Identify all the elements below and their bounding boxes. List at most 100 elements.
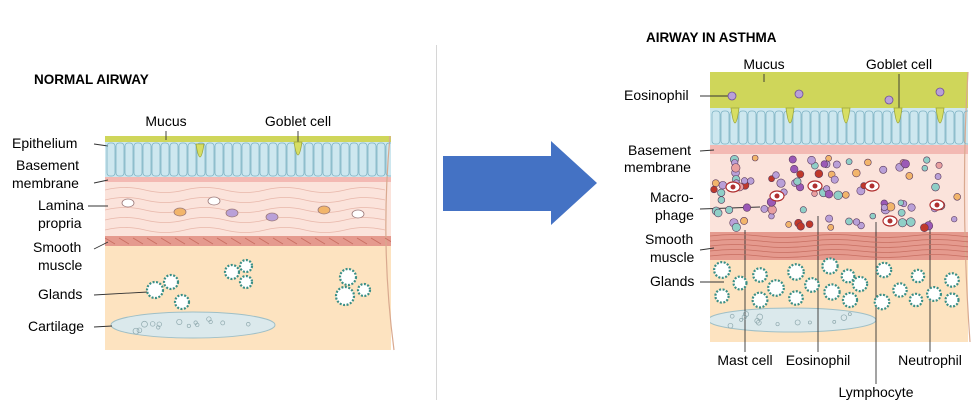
inflammatory-cell [825, 214, 834, 223]
chondrocyte [246, 322, 251, 327]
inflammatory-cell [793, 177, 802, 186]
goblet-cell [293, 141, 303, 156]
gland [873, 293, 891, 311]
muscle-fiber [356, 237, 368, 245]
lamina-cell [121, 198, 135, 208]
inflammatory-cell [772, 171, 780, 179]
inflammatory-cell [832, 160, 841, 169]
lymphocyte-label: Lymphocyte [839, 384, 914, 400]
normal-tissue-edge [385, 135, 395, 351]
epithelial-cell [900, 110, 910, 145]
gland [334, 285, 356, 307]
lamina-cell [225, 208, 239, 218]
gland [338, 267, 358, 287]
goblet-cell [893, 107, 903, 124]
epithelial-cell [304, 142, 314, 177]
eosinophil-top-label: Eosinophil [624, 87, 689, 103]
inflammatory-cell [953, 193, 961, 201]
epithelial-cell [756, 110, 766, 145]
smooth-muscle-label-line2: muscle [38, 257, 83, 273]
inflammatory-cell [742, 203, 752, 212]
goblet-cell [785, 107, 795, 124]
inflammatory-cell [864, 158, 872, 167]
epithelial-cell [801, 110, 811, 145]
basement-label-line2: membrane [12, 175, 79, 191]
macrophage-label-line1: Macro- [650, 189, 694, 205]
epithelial-cell [340, 142, 350, 177]
epithelial-cell [376, 142, 386, 177]
macrophage-nucleus [812, 183, 818, 189]
lamina-fiber [105, 217, 386, 223]
epithelial-cell [187, 142, 197, 177]
muscle-fiber [188, 237, 200, 245]
chondrocyte [208, 319, 213, 325]
inflammatory-cell [897, 199, 904, 206]
chondrocyte [727, 322, 734, 329]
tissue-details [105, 87, 968, 335]
chondrocyte [156, 325, 161, 330]
chondrocyte [176, 318, 183, 326]
gland [732, 275, 748, 291]
inflammatory-cell [907, 203, 916, 212]
gland [356, 282, 372, 298]
gland [804, 277, 820, 293]
muscle-fiber [118, 237, 130, 245]
asthma-smooth-muscle-label-line2: muscle [650, 249, 695, 265]
epithelial-cell [909, 110, 919, 145]
asthma-basement-label-line1: Basement [628, 142, 691, 158]
epithelial-cell [331, 142, 341, 177]
chondrocyte [840, 314, 848, 321]
asthma-airway-title: AIRWAY IN ASTHMA [646, 30, 777, 45]
eosinophil-cell [794, 89, 804, 99]
chondrocyte [847, 312, 852, 317]
cartilage-plate [110, 311, 276, 339]
inflammatory-cell [824, 189, 834, 199]
chondrocyte [754, 318, 760, 324]
gland [238, 258, 254, 274]
asthma-cartilage-plate [710, 307, 877, 333]
epithelial-cell [313, 142, 323, 177]
inflammatory-cell [905, 172, 914, 180]
epithelial-cell [241, 142, 251, 177]
eosinophil-bottom-label: Eosinophil [786, 352, 851, 368]
epithelial-cell [142, 142, 152, 177]
inflammatory-cell [869, 212, 877, 220]
epithelial-cell [846, 110, 856, 145]
muscle-fiber [370, 237, 382, 245]
asthma-smooth-muscle-label-line1: Smooth [645, 231, 693, 247]
normal-airway-tissue [105, 136, 391, 350]
inflammatory-cell [935, 161, 943, 169]
epithelial-cell [268, 142, 278, 177]
muscle-fiber [710, 244, 968, 248]
lamina-fiber [105, 187, 386, 193]
inflammatory-cell [767, 205, 777, 215]
epithelial-cell [819, 110, 829, 145]
lamina-cell [317, 205, 331, 215]
muscle-fiber [710, 254, 968, 258]
muscle-fiber [216, 237, 228, 245]
epithelial-cell [918, 110, 928, 145]
muscle-fiber [230, 237, 242, 245]
chondrocyte [741, 314, 747, 320]
eosinophil-cell [727, 91, 737, 101]
gland [145, 280, 165, 300]
chondrocyte [193, 320, 198, 325]
inflammatory-cell [796, 222, 805, 231]
asthma-tissue-edge [963, 71, 971, 343]
chondrocyte [220, 320, 226, 326]
epithelial-cell [855, 110, 865, 145]
macrophage-nucleus [869, 183, 875, 189]
muscle-fiber [384, 237, 391, 243]
mast-cell-label: Mast cell [717, 352, 772, 368]
inflammatory-cell [901, 159, 910, 169]
inflammatory-cell [788, 155, 797, 164]
epithelial-cell [738, 110, 748, 145]
chondrocyte [832, 319, 837, 324]
muscle-fiber [272, 237, 284, 245]
muscle-fiber [710, 234, 968, 238]
asthma-glands-label: Glands [650, 273, 694, 289]
inflammatory-cell [790, 165, 799, 174]
epithelial-cell [133, 142, 143, 177]
epithelial-cell [214, 142, 224, 177]
epithelial-cell [322, 142, 332, 177]
